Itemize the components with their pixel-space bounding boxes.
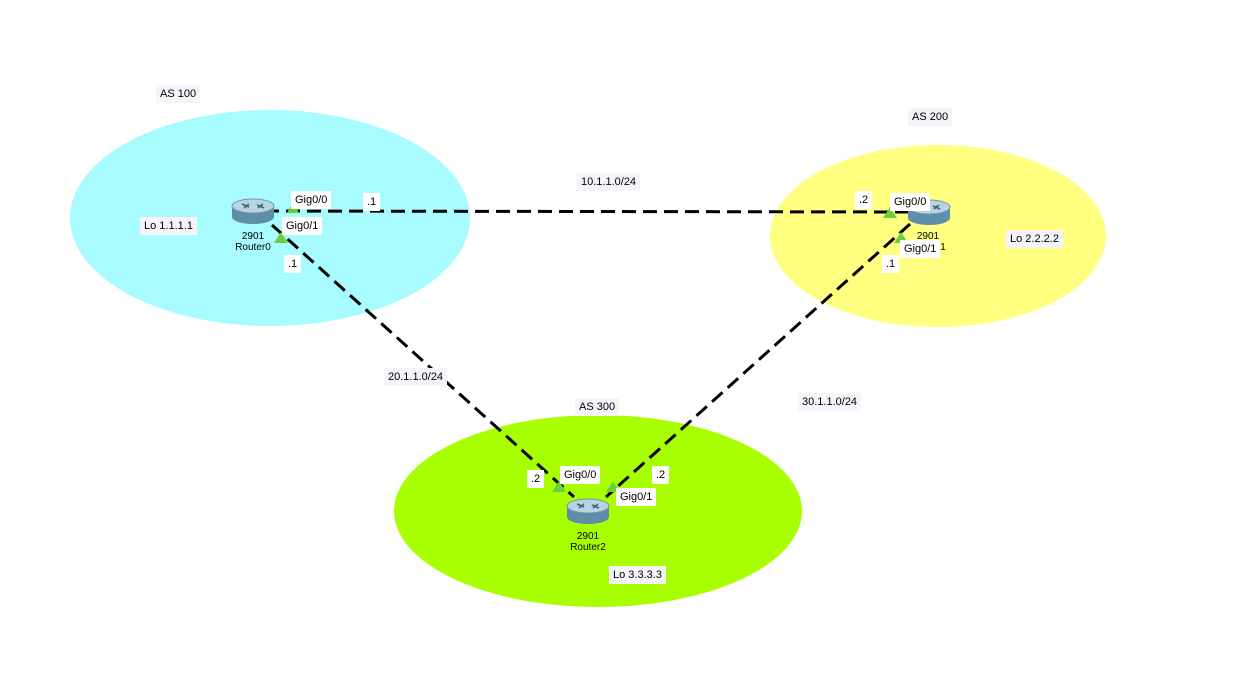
port-indicator-r1-gig00 xyxy=(883,207,897,218)
r1-gig01-ip: .1 xyxy=(882,255,900,273)
router2-label: 2901 Router2 xyxy=(558,531,618,553)
r1-gig00-label: Gig0/0 xyxy=(890,193,931,211)
as100-loopback-label: Lo 1.1.1.1 xyxy=(140,217,197,235)
r0-gig01-ip: .1 xyxy=(284,255,302,273)
router0-name: Router0 xyxy=(235,242,271,253)
as200-label: AS 200 xyxy=(908,108,953,126)
router0-icon[interactable] xyxy=(230,197,276,227)
router2-icon[interactable] xyxy=(565,497,611,527)
port-indicator-r0-gig01 xyxy=(274,232,288,243)
link-10-1-1-0[interactable] xyxy=(264,209,911,214)
network-label-10: 10.1.1.0/24 xyxy=(577,173,641,191)
network-label-20: 20.1.1.0/24 xyxy=(384,368,448,386)
as200-area xyxy=(770,145,1106,327)
as200-loopback-label: Lo 2.2.2.2 xyxy=(1006,230,1063,248)
as300-loopback-label: Lo 3.3.3.3 xyxy=(609,566,666,584)
r1-gig01-label: Gig0/1 xyxy=(900,240,941,258)
r0-gig00-label: Gig0/0 xyxy=(291,191,332,209)
r2-gig00-ip: .2 xyxy=(527,470,545,488)
r2-gig01-label: Gig0/1 xyxy=(616,488,657,506)
router2-model: 2901 xyxy=(576,531,600,542)
r0-gig01-label: Gig0/1 xyxy=(282,217,323,235)
router0-model: 2901 xyxy=(241,231,265,242)
as300-label: AS 300 xyxy=(575,398,620,416)
link-30-1-1-0[interactable] xyxy=(604,222,912,499)
network-label-30: 30.1.1.0/24 xyxy=(798,393,862,411)
router0-label: 2901 Router0 xyxy=(223,231,283,253)
router2-name: Router2 xyxy=(570,542,606,553)
r2-gig01-ip: .2 xyxy=(652,466,670,484)
r1-gig00-ip: .2 xyxy=(855,191,873,209)
r0-gig00-ip: .1 xyxy=(363,193,381,211)
r2-gig00-label: Gig0/0 xyxy=(560,466,601,484)
link-20-1-1-0[interactable] xyxy=(270,223,576,499)
as100-label: AS 100 xyxy=(156,85,201,103)
router1-model: 2901 xyxy=(916,231,940,242)
port-indicator-r2-gig00 xyxy=(552,481,566,492)
